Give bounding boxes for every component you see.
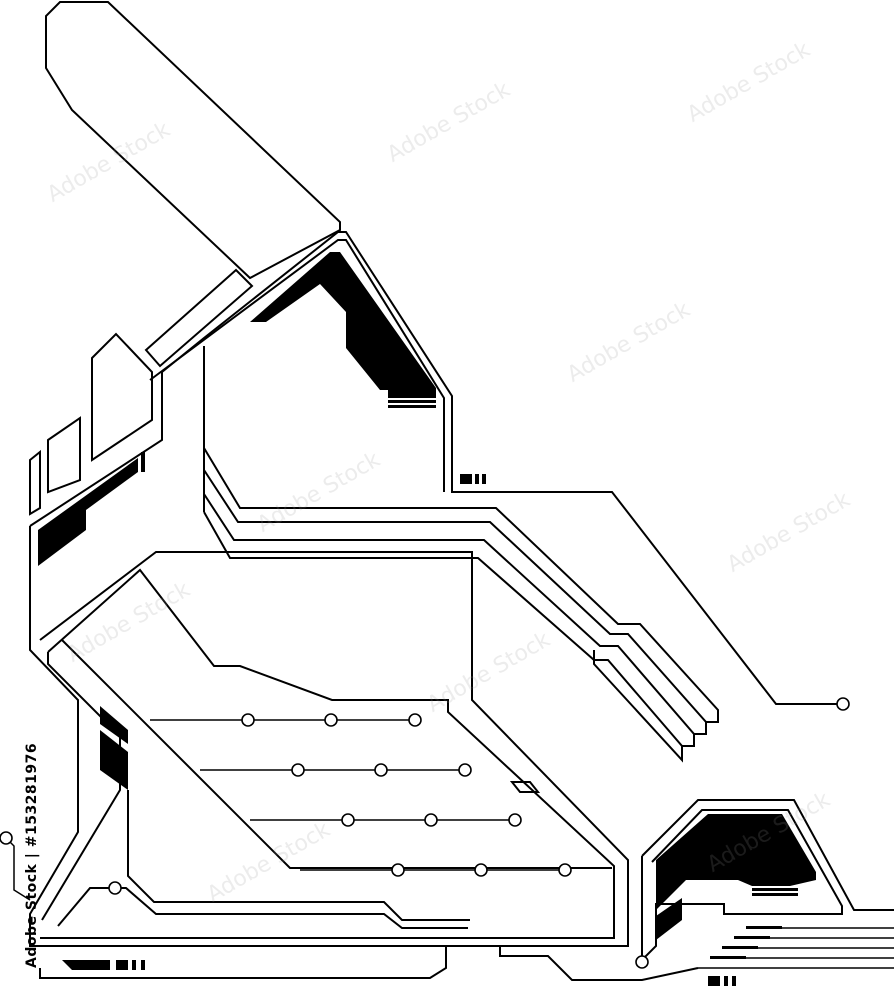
ribbon-mark-1	[746, 926, 782, 929]
lower-panel-left	[41, 652, 121, 921]
left-angle-tick	[141, 452, 145, 472]
lower-panel-inner	[40, 568, 615, 939]
bottom-bar-c	[141, 960, 145, 970]
bottom-bar-a	[116, 960, 128, 970]
node-4-2	[474, 863, 488, 877]
panel-tab-1	[100, 706, 128, 744]
bus-trace-3	[203, 493, 695, 747]
node-2-3	[458, 763, 472, 777]
tick-a	[460, 474, 472, 484]
node-2-1	[291, 763, 305, 777]
bus-trace-2	[203, 469, 707, 735]
br-tick-a	[708, 976, 720, 986]
module-stripe-1	[752, 888, 798, 891]
ribbon-mark-2	[734, 936, 770, 939]
left-wall	[29, 526, 447, 979]
pentagon-small	[47, 416, 81, 494]
module-tab	[656, 898, 682, 940]
bottom-bar-b	[132, 960, 136, 970]
main-body-inner-edge	[149, 239, 445, 492]
node-4-1	[391, 863, 405, 877]
ribbon-mark-4	[710, 956, 746, 959]
module-outer	[641, 799, 894, 911]
tick-c	[482, 474, 486, 484]
module-stripe-2	[752, 893, 798, 896]
pentagon-large	[91, 332, 153, 462]
node-shelf	[108, 881, 122, 895]
bracket-stripe-1	[388, 400, 436, 403]
bottom-connector	[499, 946, 699, 981]
ribbon-mark-3	[722, 946, 758, 949]
bus-trace-4	[203, 511, 683, 763]
lower-panel-outer	[39, 551, 629, 947]
top-slab	[45, 1, 341, 280]
bus-trace-1	[203, 447, 719, 723]
edge-node	[0, 831, 13, 845]
module-inner	[641, 809, 843, 963]
node-1-2	[324, 713, 338, 727]
panel-tab-2	[100, 730, 128, 790]
lower-panel-step	[61, 639, 612, 869]
bracket-stripe-2	[388, 405, 436, 408]
br-tick-b	[724, 976, 728, 986]
module-block	[656, 814, 816, 910]
bracket-block	[250, 252, 436, 398]
node-1-1	[241, 713, 255, 727]
left-angle-block	[38, 458, 138, 566]
node-3-3	[508, 813, 522, 827]
bottom-connector-node	[635, 955, 649, 969]
lower-panel-shelf	[57, 887, 468, 929]
br-tick-c	[732, 976, 736, 986]
stock-id-label: Adobe Stock | #153281976	[24, 742, 40, 968]
node-1-3	[408, 713, 422, 727]
right-terminal-node	[836, 697, 850, 711]
node-2-2	[374, 763, 388, 777]
tick-b	[475, 474, 479, 484]
node-3-1	[341, 813, 355, 827]
node-3-2	[424, 813, 438, 827]
lower-panel-diag	[127, 790, 470, 921]
main-body-outline	[29, 231, 840, 705]
narrow-bar	[29, 449, 41, 516]
node-4-3	[558, 863, 572, 877]
small-slab	[144, 268, 254, 368]
bottom-bar-long	[62, 960, 110, 970]
panel-dash	[509, 781, 541, 793]
